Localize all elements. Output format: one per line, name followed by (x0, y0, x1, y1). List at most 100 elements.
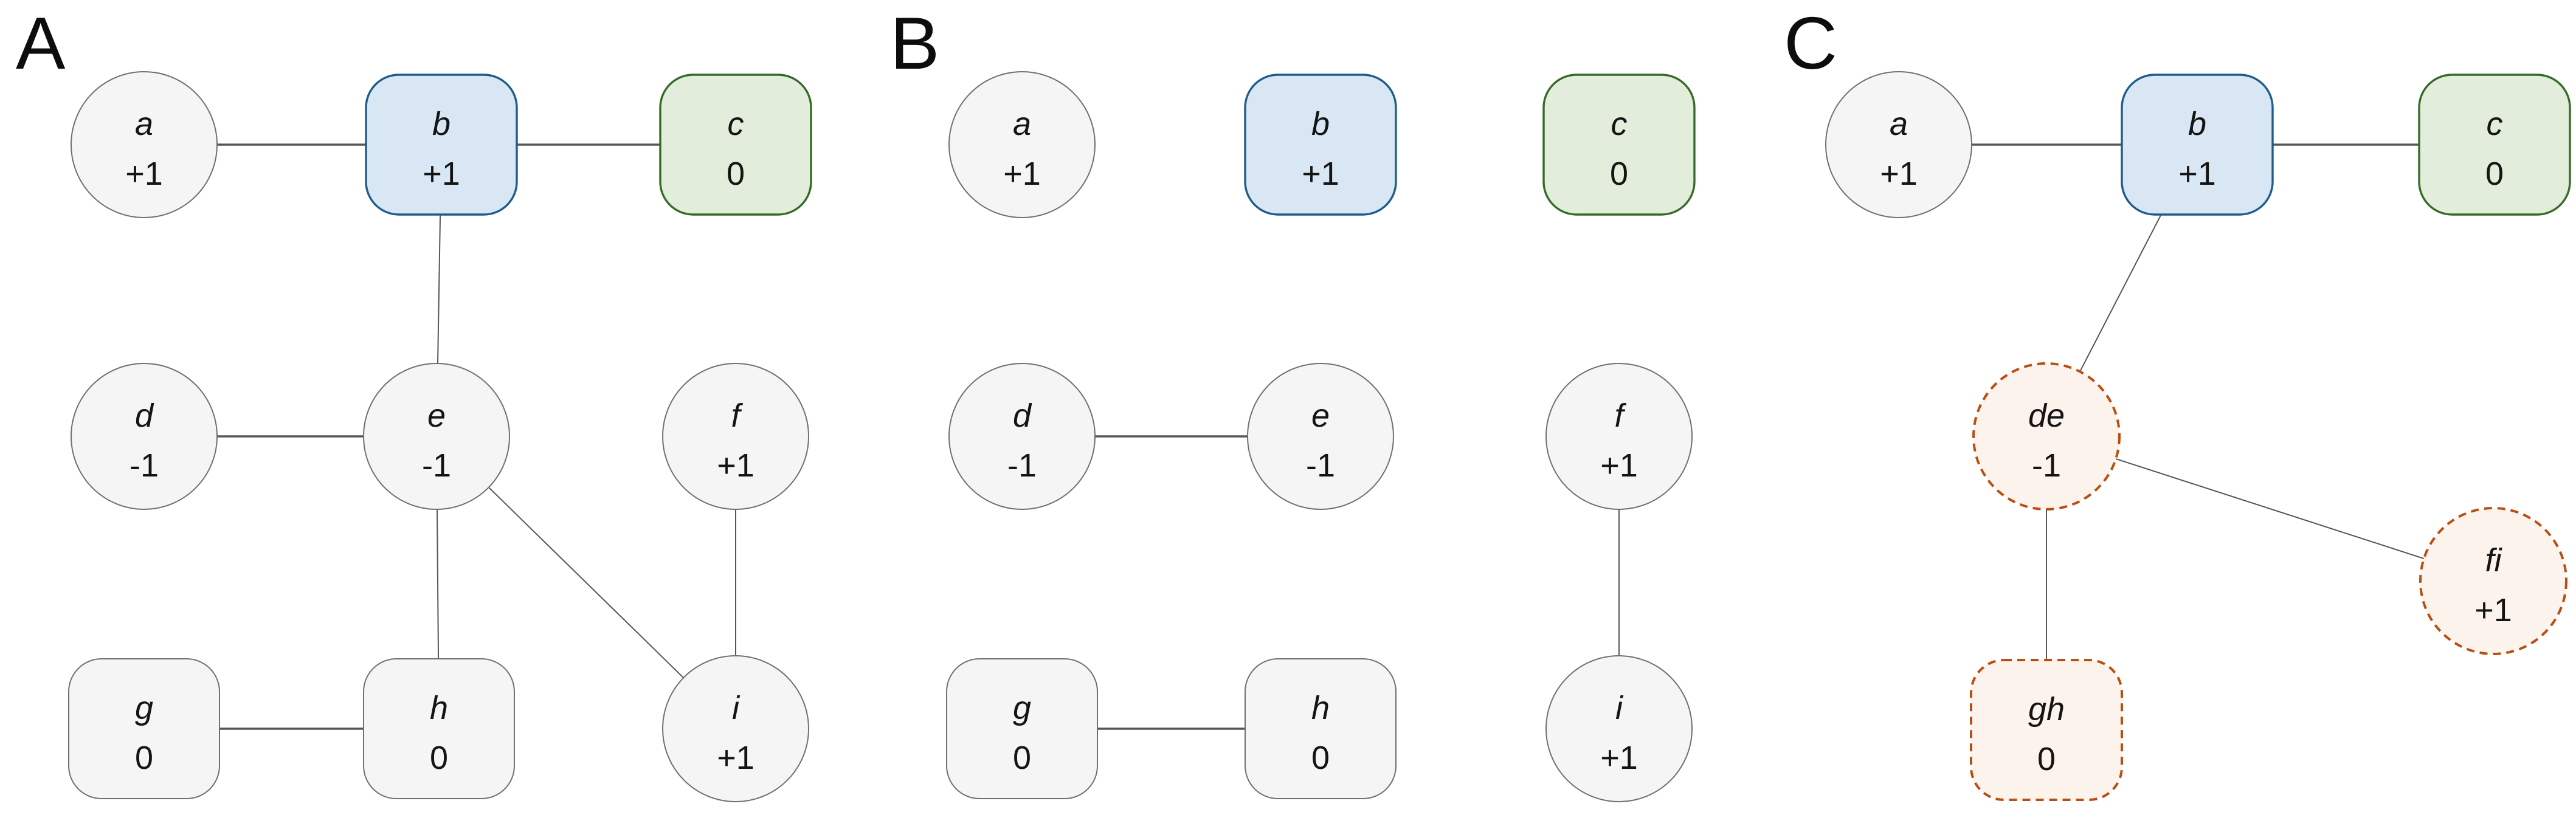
B-node-d: d -1 (948, 363, 1096, 510)
B-node-a: a +1 (948, 71, 1096, 218)
B-node-g: g0 (946, 658, 1098, 799)
B-node-h-shape (1245, 658, 1397, 799)
B-node-i-shape (1545, 655, 1693, 802)
B-node-d-shape (948, 363, 1096, 510)
C-node-fi-label: fi (2485, 542, 2503, 579)
panel-label-b: B (890, 2, 940, 84)
A-node-e-value: -1 (422, 447, 451, 484)
B-node-f-label: f (1614, 397, 1626, 434)
C-node-fi: fi +1 (2419, 507, 2567, 655)
C-node-fi-shape (2419, 507, 2567, 655)
A-node-h-shape (363, 658, 515, 799)
A-node-i-label: i (732, 690, 741, 726)
B-node-c-value: 0 (1610, 156, 1628, 192)
C-node-gh: gh 0 (1970, 659, 2123, 801)
C-node-a: a+1 (1825, 71, 1972, 218)
A-node-c-shape (659, 74, 812, 216)
B-node-g-label: g (1013, 690, 1031, 726)
C-node-a-shape (1825, 71, 1972, 218)
C-node-c-shape (2418, 74, 2571, 216)
A-node-b-value: +1 (423, 156, 460, 192)
A-node-h: h0 (363, 658, 515, 799)
C-node-a-label: a (1890, 106, 1908, 142)
B-node-g-value: 0 (1013, 740, 1031, 776)
A-node-f: f +1 (662, 363, 809, 510)
B-node-e: e -1 (1247, 363, 1394, 510)
A-node-f-shape (662, 363, 809, 510)
A-node-i-value: +1 (717, 740, 754, 776)
A-node-g-value: 0 (135, 740, 153, 776)
A-node-d: d -1 (71, 363, 218, 510)
C-node-de-label: de (2028, 397, 2065, 434)
C-node-c-value: 0 (2485, 156, 2504, 192)
A-node-c: c0 (659, 74, 812, 216)
A-node-e-shape (363, 363, 510, 510)
B-node-d-label: d (1013, 397, 1032, 434)
C-node-b-value: +1 (2178, 156, 2216, 192)
A-node-f-value: +1 (717, 447, 754, 484)
A-node-h-label: h (430, 690, 448, 726)
C-node-gh-value: 0 (2037, 741, 2056, 777)
C-node-b-shape (2121, 74, 2274, 216)
C-node-de-value: -1 (2032, 447, 2061, 484)
B-node-b-shape (1244, 74, 1397, 216)
A-node-g-label: g (135, 690, 153, 726)
B-node-g-shape (946, 658, 1098, 799)
C-node-c: c0 (2418, 74, 2571, 216)
C-node-gh-shape (1970, 659, 2123, 801)
B-node-f-value: +1 (1600, 447, 1638, 484)
B-node-f: f +1 (1545, 363, 1693, 510)
A-node-f-label: f (731, 397, 743, 434)
B-node-e-shape (1247, 363, 1394, 510)
panel-label-a: A (16, 2, 66, 84)
A-node-c-label: c (728, 106, 744, 142)
B-node-e-value: -1 (1306, 447, 1335, 484)
B-node-a-shape (948, 71, 1096, 218)
B-node-h: h0 (1245, 658, 1397, 799)
B-node-d-value: -1 (1007, 447, 1037, 484)
A-node-g-shape (68, 658, 220, 799)
A-node-a: a +1 (71, 71, 218, 218)
A-node-e-label: e (427, 397, 446, 434)
C-node-c-label: c (2487, 106, 2503, 142)
A-node-d-label: d (135, 397, 154, 434)
B-node-b: b +1 (1244, 74, 1397, 216)
C-node-fi-value: +1 (2474, 592, 2512, 628)
A-node-d-shape (71, 363, 218, 510)
B-node-f-shape (1545, 363, 1693, 510)
B-node-i-value: +1 (1600, 740, 1638, 776)
C-node-de-shape (1972, 362, 2121, 511)
A-node-b-label: b (432, 106, 451, 142)
C-node-de: de -1 (1972, 362, 2121, 511)
A-node-b: b +1 (365, 74, 518, 216)
A-node-a-value: +1 (125, 156, 163, 192)
C-node-b-label: b (2188, 106, 2206, 142)
B-node-a-value: +1 (1003, 156, 1041, 192)
B-node-a-label: a (1013, 106, 1031, 142)
A-node-h-value: 0 (430, 740, 448, 776)
B-node-h-label: h (1311, 690, 1330, 726)
A-node-i: i +1 (662, 655, 809, 802)
B-node-c-label: c (1611, 106, 1628, 142)
B-node-b-label: b (1311, 106, 1330, 142)
A-node-e: e -1 (363, 363, 510, 510)
B-node-i-label: i (1615, 690, 1624, 726)
A-node-c-value: 0 (727, 156, 745, 192)
B-node-c: c0 (1542, 74, 1696, 216)
B-node-e-label: e (1311, 397, 1330, 434)
A-node-a-shape (71, 71, 218, 218)
B-node-c-shape (1542, 74, 1696, 216)
B-node-h-value: 0 (1311, 740, 1330, 776)
A-node-b-shape (365, 74, 518, 216)
C-node-gh-label: gh (2028, 691, 2065, 728)
A-node-a-label: a (135, 106, 153, 142)
A-node-i-shape (662, 655, 809, 802)
A-node-d-value: -1 (129, 447, 159, 484)
C-node-b: b +1 (2121, 74, 2274, 216)
B-node-i: i +1 (1545, 655, 1693, 802)
A-node-g: g0 (68, 658, 220, 799)
B-node-b-value: +1 (1302, 156, 1339, 192)
panel-label-c: C (1784, 2, 1838, 84)
